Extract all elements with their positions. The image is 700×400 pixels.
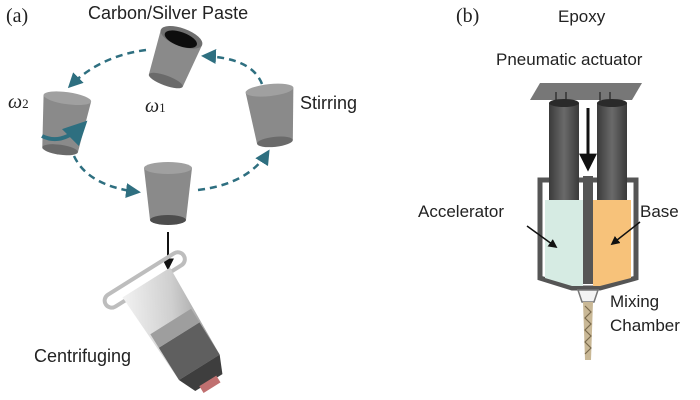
accelerator-label: Accelerator: [418, 202, 504, 221]
left-plunger-barrel: [549, 103, 579, 200]
epoxy-label: Epoxy: [558, 7, 606, 26]
base-label: Base: [640, 202, 679, 221]
cycle-arrow-left-to-bottom: [72, 155, 141, 199]
chamber-divider: [583, 176, 593, 284]
mixing-nozzle-head: [576, 289, 600, 303]
omega2-symbol: ω2: [8, 91, 29, 113]
pneumatic-actuator-label: Pneumatic actuator: [496, 50, 643, 69]
omega2-rotation-arrow: [41, 120, 88, 147]
bottom-cup: [144, 162, 192, 225]
right-cup: [245, 83, 294, 148]
accelerator-pointer: [526, 225, 558, 249]
left-cup: [42, 91, 92, 156]
mixing-chamber-tube: [583, 302, 593, 360]
cycle-arrow-bottom-to-right: [197, 149, 270, 192]
right-plunger-barrel: [597, 103, 627, 200]
cycle-arrow-right-to-top: [201, 49, 264, 85]
panel-b: (b) Epoxy Pneumatic actuator: [418, 5, 680, 360]
centrifuge-tube: [102, 250, 223, 393]
cycle-arrow-top-to-left: [67, 48, 147, 89]
omega1-symbol: ω1: [145, 95, 166, 117]
mixing-label-line1: Mixing: [610, 292, 659, 311]
carbon-silver-paste-label: Carbon/Silver Paste: [88, 3, 248, 23]
accelerator-chamber: [545, 200, 583, 278]
panel-a-label: (a): [6, 5, 28, 27]
stirring-label: Stirring: [300, 93, 357, 113]
panel-a: (a) Carbon/Silver Paste: [6, 3, 357, 393]
actuator-plate: [530, 83, 642, 100]
mixing-label-line2: Chamber: [610, 316, 680, 335]
top-cup: [148, 26, 203, 89]
base-pointer: [610, 221, 641, 246]
centrifuging-label: Centrifuging: [34, 346, 131, 366]
base-chamber: [593, 200, 631, 278]
panel-b-label: (b): [456, 5, 479, 27]
